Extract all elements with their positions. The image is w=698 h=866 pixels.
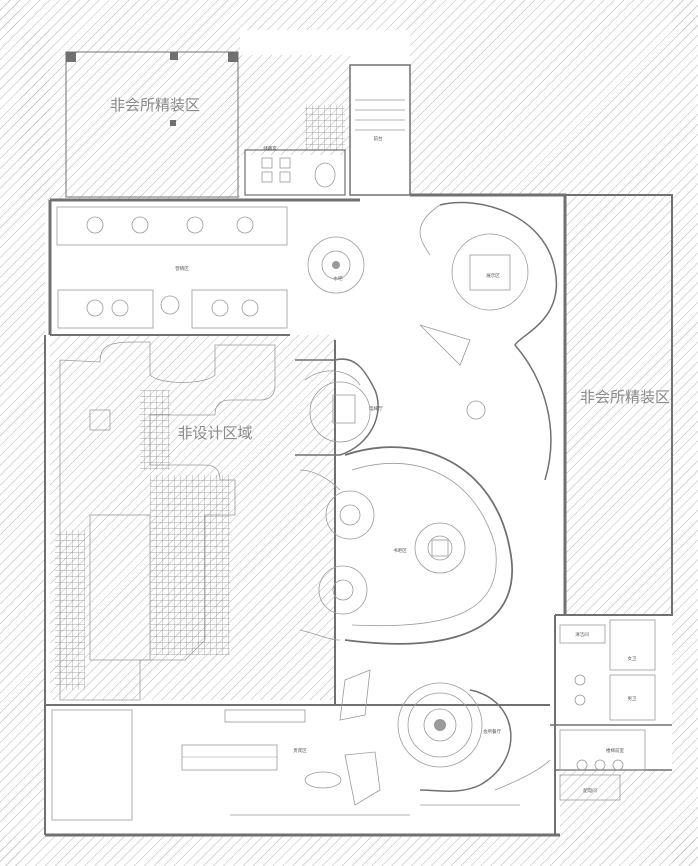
label-marketing: 营销区 bbox=[175, 265, 189, 272]
label-exhibit: 展示区 bbox=[486, 273, 500, 279]
label-non-design-area: 非设计区域 bbox=[177, 424, 252, 442]
label-utility: 清洁间 bbox=[575, 631, 589, 638]
marketing-tables bbox=[56, 206, 288, 329]
label-hatched-zone-top-left: 非会所精装区 bbox=[110, 96, 200, 114]
service-rooms bbox=[559, 619, 656, 801]
lounge-area bbox=[51, 669, 520, 821]
dining-area bbox=[397, 682, 551, 792]
exhibit-space bbox=[419, 201, 558, 481]
label-reception: 前台 bbox=[374, 135, 383, 142]
label-reading: 书吧区 bbox=[393, 547, 407, 554]
label-hatched-zone-right: 非会所精装区 bbox=[580, 388, 670, 406]
non-project-area-top-left bbox=[20, 30, 240, 200]
label-power: 配电间 bbox=[583, 787, 597, 794]
label-stair-hall: 楼梯前室 bbox=[606, 747, 624, 754]
label-dining: 会所餐厅 bbox=[483, 728, 501, 735]
stair-core bbox=[244, 64, 411, 196]
elevator-lobby bbox=[295, 358, 379, 456]
plan-labels: 非会所精装区 非会所精装区 非设计区域 水吧 展示区 营销区 书吧区 电梯厅 会… bbox=[110, 96, 670, 794]
reading-area bbox=[299, 446, 513, 645]
label-guest-lounge: 贵宾区 bbox=[293, 747, 307, 754]
cafe-counter bbox=[307, 236, 365, 294]
label-toilet-female: 女卫 bbox=[628, 655, 637, 662]
label-cafe: 水吧 bbox=[334, 275, 343, 282]
label-elevator-hall: 电梯厅 bbox=[369, 405, 383, 412]
label-toilet-male: 男卫 bbox=[628, 696, 637, 702]
walls bbox=[44, 193, 672, 837]
label-storage: 储藏室 bbox=[263, 145, 277, 152]
non-design-area bbox=[50, 335, 335, 701]
